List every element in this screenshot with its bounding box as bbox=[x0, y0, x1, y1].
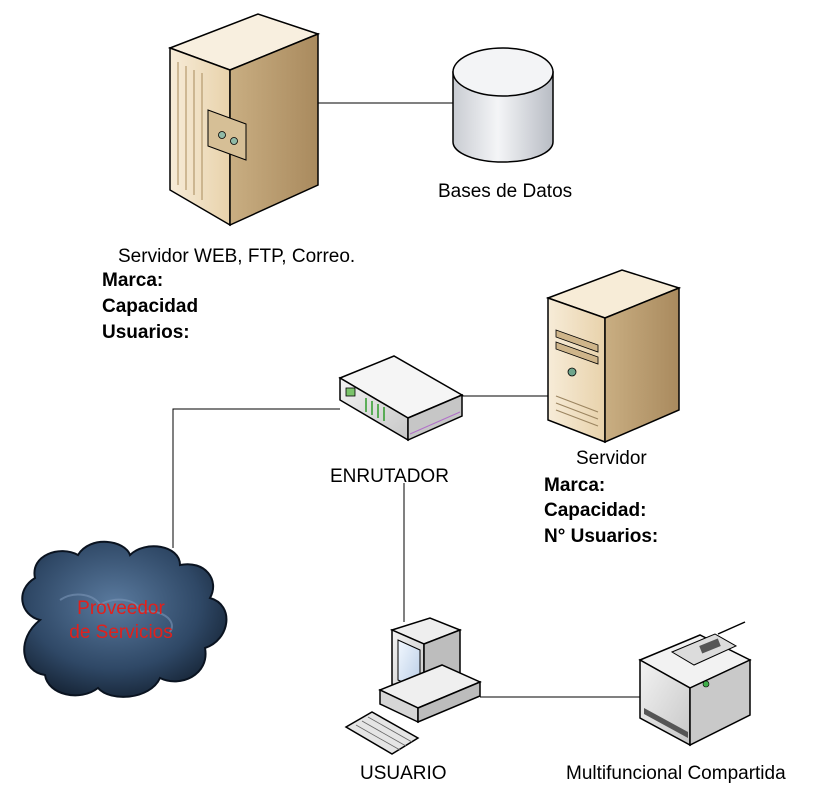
server-field-brand: Marca: bbox=[544, 475, 606, 496]
cloud-label-line1: Proveedor bbox=[77, 598, 165, 619]
cloud-icon bbox=[21, 540, 228, 698]
cloud-label-line2: de Servicios bbox=[69, 622, 173, 643]
desktop-computer-icon bbox=[344, 617, 482, 755]
router-label: ENRUTADOR bbox=[330, 466, 449, 487]
router-icon bbox=[338, 355, 464, 442]
web-server-field-brand: Marca: bbox=[102, 270, 164, 291]
database-cylinder-icon bbox=[452, 47, 554, 163]
server-field-capacity: Capacidad: bbox=[544, 500, 647, 521]
server-icon bbox=[545, 269, 682, 444]
printer-label: Multifuncional Compartida bbox=[566, 763, 786, 784]
user-label: USUARIO bbox=[360, 763, 447, 784]
connector-lines bbox=[172, 102, 640, 698]
web-server-field-capacity: Capacidad bbox=[102, 296, 199, 317]
server-label: Servidor bbox=[576, 448, 647, 469]
server-field-users: N° Usuarios: bbox=[544, 526, 659, 547]
link-router-cloud bbox=[172, 408, 340, 548]
web-server-label: Servidor WEB, FTP, Correo. bbox=[118, 246, 356, 267]
web-server-tower-icon bbox=[167, 13, 321, 227]
printer-icon bbox=[638, 621, 752, 747]
database-label: Bases de Datos bbox=[438, 181, 573, 202]
web-server-field-users: Usuarios: bbox=[102, 322, 190, 343]
